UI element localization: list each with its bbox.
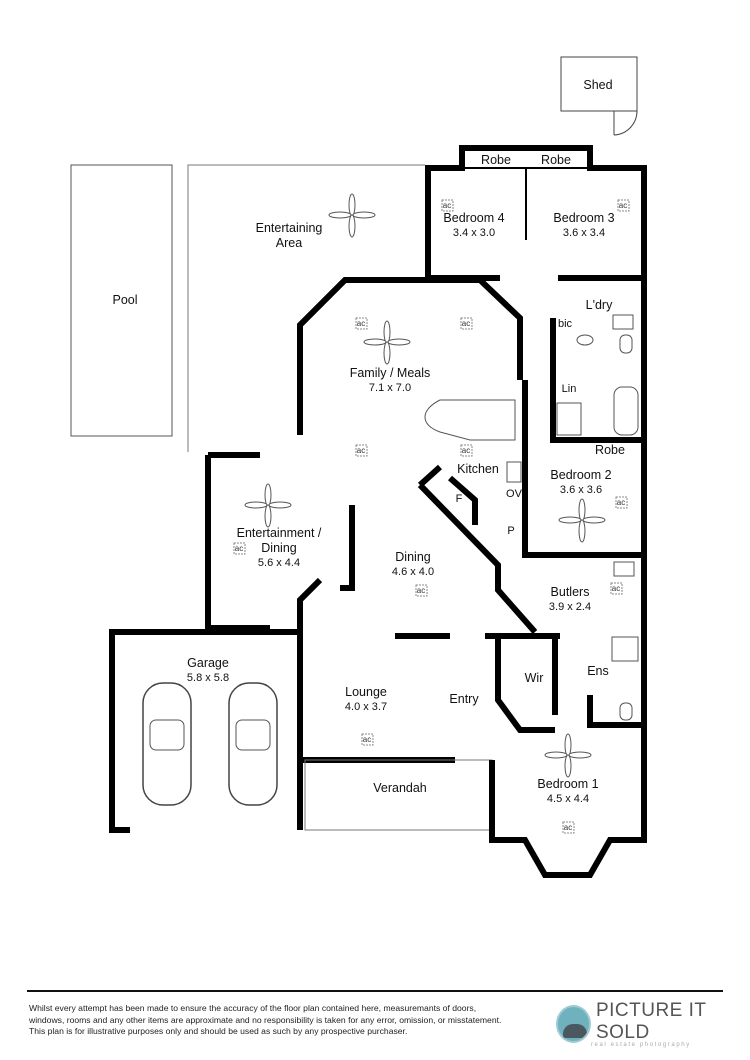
bedrooms-3-4-walls	[425, 145, 647, 281]
room-label-wir: Wir	[525, 671, 544, 685]
bedroom1-walls	[489, 725, 647, 878]
picture-it-sold-logo: PICTURE IT SOLD real estate photography	[556, 1000, 750, 1048]
room-size-garage: 5.8 x 5.8	[187, 672, 229, 684]
car-windscreen	[235, 719, 271, 751]
room-label-verandah: Verandah	[373, 781, 427, 795]
ac-icon: ac	[462, 446, 470, 455]
room-size-dining: 4.6 x 4.0	[392, 566, 434, 578]
toilet	[619, 334, 633, 354]
ac-icon: ac	[612, 584, 620, 593]
room-label-robe-4: Robe	[481, 153, 511, 167]
ac-icon: ac	[617, 498, 625, 507]
room-label-laundry: L'dry	[586, 298, 613, 312]
ac-icon: ac	[443, 201, 451, 210]
ent-dining-walls	[205, 452, 270, 631]
ensuite-shower	[611, 636, 639, 662]
ac-icon: ac	[235, 544, 243, 553]
kitchen-bench-walls	[417, 464, 478, 525]
logo-mark-icon	[556, 1005, 591, 1043]
footer-divider	[27, 990, 723, 992]
ensuite-toilet	[619, 702, 633, 721]
room-label-robe-3: Robe	[541, 153, 571, 167]
ac-icon: ac	[357, 319, 365, 328]
disclaimer-line: Whilst every attempt has been made to en…	[29, 1003, 477, 1013]
room-label-linen: Lin	[562, 383, 577, 395]
shed-door	[613, 110, 638, 136]
room-label-entertaining-2: Area	[276, 236, 302, 250]
ac-icon: ac	[619, 201, 627, 210]
logo-tagline: real estate photography	[590, 1042, 691, 1048]
cooktop	[506, 461, 522, 483]
room-label-bedroom3: Bedroom 3	[553, 211, 614, 225]
room-label-pantry: P	[507, 525, 514, 537]
ac-icon: ac	[417, 586, 425, 595]
room-label-dining: Dining	[395, 550, 430, 564]
ensuite-walls	[495, 632, 647, 733]
ac-icon: ac	[357, 446, 365, 455]
room-label-bedroom1: Bedroom 1	[537, 777, 598, 791]
ac-icon: ac	[564, 823, 572, 832]
room-size-family-meals: 7.1 x 7.0	[369, 382, 411, 394]
room-size-bedroom4: 3.4 x 3.0	[453, 227, 495, 239]
shower	[556, 402, 582, 436]
room-label-ent-dining-2: Dining	[261, 541, 296, 555]
main-house-walls	[297, 277, 523, 435]
laundry-tub	[612, 314, 634, 330]
shed-outline	[560, 56, 638, 112]
garage-walls	[109, 629, 303, 833]
right-wing-walls	[522, 278, 647, 632]
room-label-pool: Pool	[112, 293, 137, 307]
room-label-kitchen: Kitchen	[457, 462, 499, 476]
room-label-garage: Garage	[187, 656, 229, 670]
butlers-sink	[613, 561, 635, 577]
room-size-butlers: 3.9 x 2.4	[549, 601, 591, 613]
basin	[576, 334, 594, 346]
room-size-ent-dining: 5.6 x 4.4	[258, 557, 300, 569]
room-label-entry: Entry	[449, 692, 479, 706]
room-label-lounge: Lounge	[345, 685, 387, 699]
room-label-butlers: Butlers	[551, 585, 590, 599]
room-size-bedroom3: 3.6 x 3.4	[563, 227, 605, 239]
room-size-bedroom2: 3.6 x 3.6	[560, 484, 602, 496]
ceiling-fan-icon	[244, 193, 606, 778]
verandah-outline	[304, 759, 493, 831]
ac-markers: ac ac ac ac ac ac ac ac ac ac ac ac	[233, 199, 630, 834]
lounge-walls	[300, 633, 560, 763]
room-label-entertaining-1: Entertaining	[256, 221, 323, 235]
kitchen-island	[424, 399, 516, 441]
room-label-bedroom2: Bedroom 2	[550, 468, 611, 482]
room-label-bic: bic	[558, 318, 573, 330]
logo-text: PICTURE IT SOLD	[595, 1000, 707, 1043]
room-label-bedroom4: Bedroom 4	[443, 211, 504, 225]
room-size-lounge: 4.0 x 3.7	[345, 701, 387, 713]
disclaimer-line: This plan is for illustrative purposes o…	[29, 1026, 408, 1036]
room-size-bedroom1: 4.5 x 4.4	[547, 793, 589, 805]
ac-icon: ac	[363, 735, 371, 744]
entertaining-area-outline	[187, 164, 425, 452]
car-windscreen	[149, 719, 185, 751]
room-label-fridge: F	[456, 493, 463, 505]
disclaimer-line: windows, rooms and any other items are a…	[29, 1014, 502, 1025]
room-label-robe-2: Robe	[595, 443, 625, 457]
bath	[613, 386, 639, 436]
disclaimer: Whilst every attempt has been made to en…	[29, 1003, 502, 1038]
dining-walls	[297, 482, 538, 634]
room-label-oven: OV	[506, 488, 523, 500]
pool-outline	[70, 164, 173, 437]
room-label-family-meals: Family / Meals	[350, 366, 431, 380]
ac-icon: ac	[462, 319, 470, 328]
room-label-ent-dining-1: Entertainment /	[237, 526, 322, 540]
room-label-ensuite: Ens	[587, 664, 609, 678]
room-label-shed: Shed	[583, 78, 612, 92]
